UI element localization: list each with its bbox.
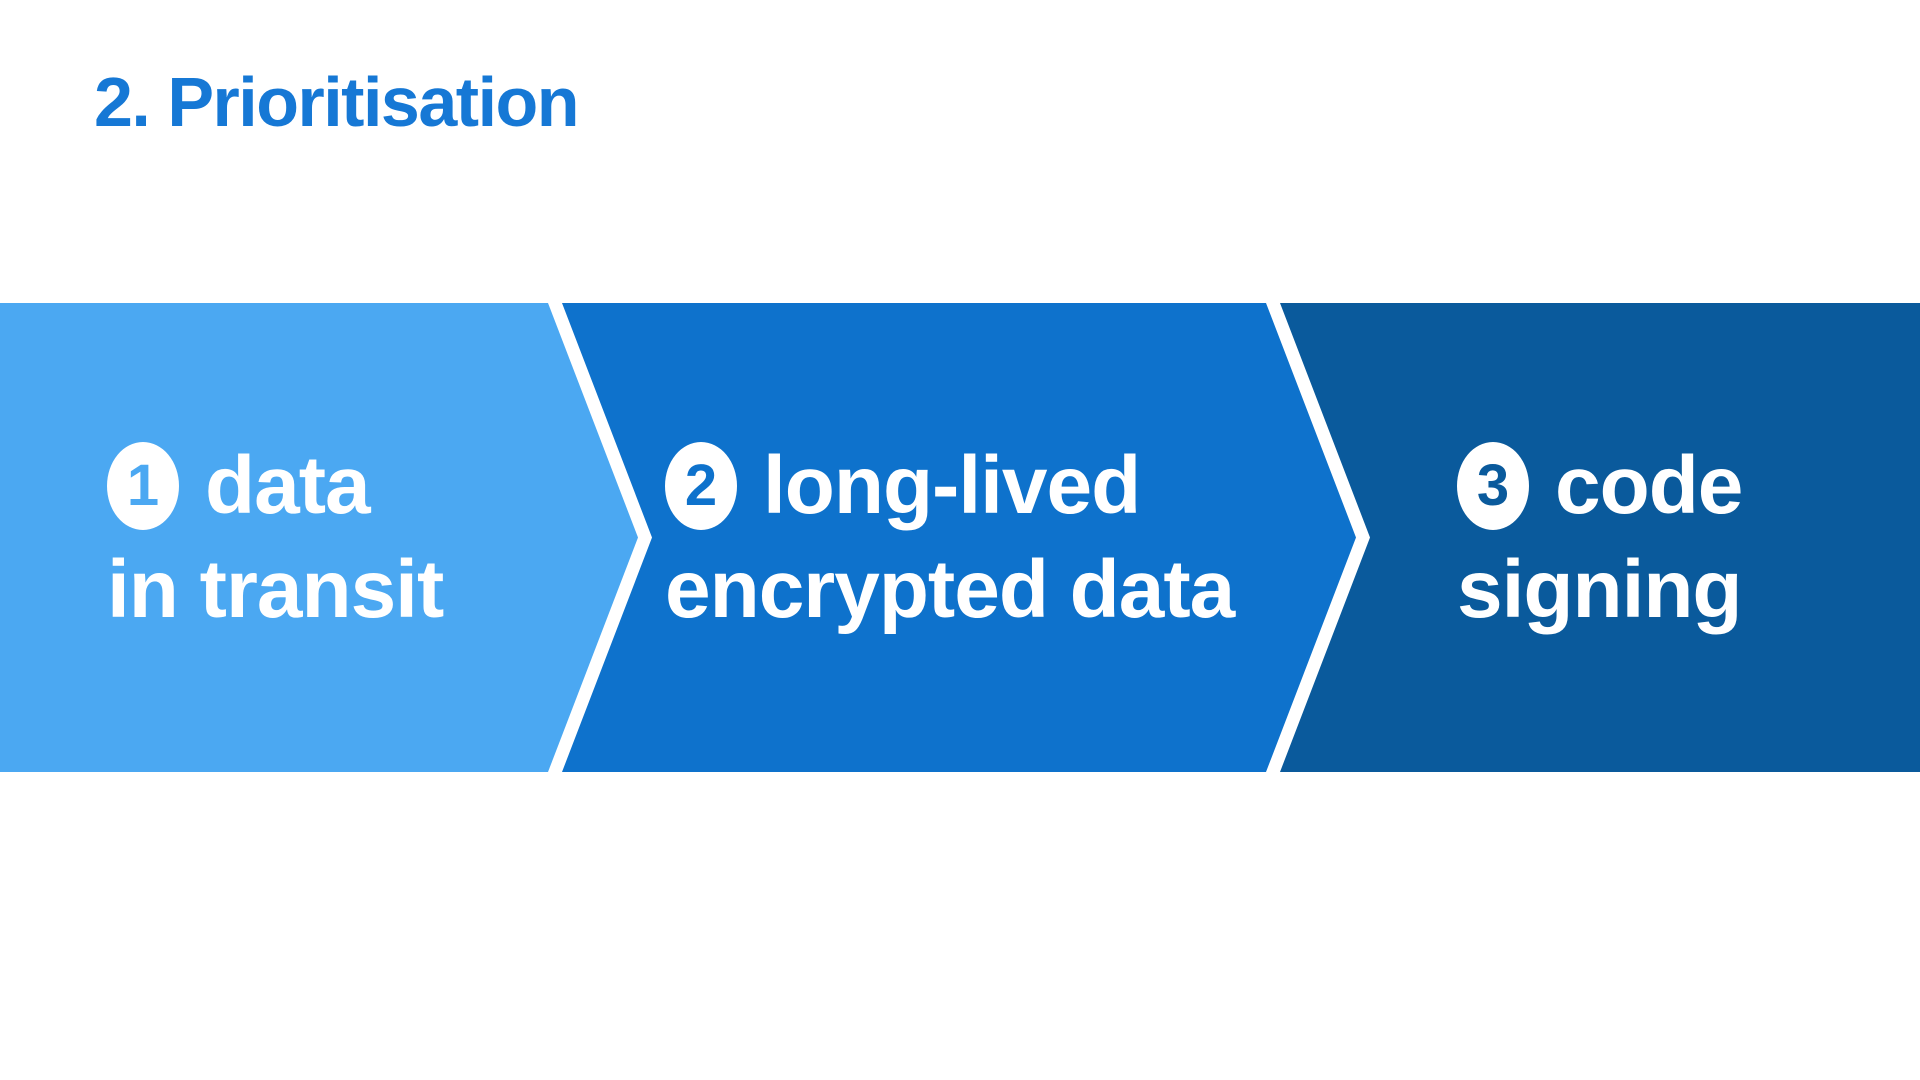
chevron-process-diagram: 1 data in transit 2 long-lived encrypted…: [0, 303, 1920, 772]
step-1-number-badge: 1: [107, 441, 179, 530]
step-2-number-badge: 2: [665, 441, 737, 530]
page-title: 2. Prioritisation: [94, 63, 580, 141]
step-1-label-line2: in transit: [107, 543, 444, 635]
chevron-step-1-shape: [0, 303, 638, 772]
step-3-number-badge: 3: [1457, 441, 1529, 530]
step-3-label: 3 code signing: [1457, 434, 1743, 642]
step-3-line-1: 3 code: [1457, 434, 1743, 538]
step-1-line-1: 1 data: [107, 434, 443, 538]
step-2-label-line2: encrypted data: [665, 543, 1235, 635]
chevron-step-2-shape: [562, 303, 1356, 772]
step-2-label-line1: long-lived: [763, 439, 1141, 531]
step-1-label-line1: data: [205, 439, 371, 531]
step-2-line-1: 2 long-lived: [665, 434, 1234, 538]
step-3-label-line1: code: [1555, 439, 1743, 531]
step-1-label: 1 data in transit: [107, 434, 444, 642]
step-3-label-line2: signing: [1457, 543, 1743, 635]
step-2-label: 2 long-lived encrypted data: [665, 434, 1235, 642]
chevron-step-3-shape: [1280, 303, 1920, 772]
